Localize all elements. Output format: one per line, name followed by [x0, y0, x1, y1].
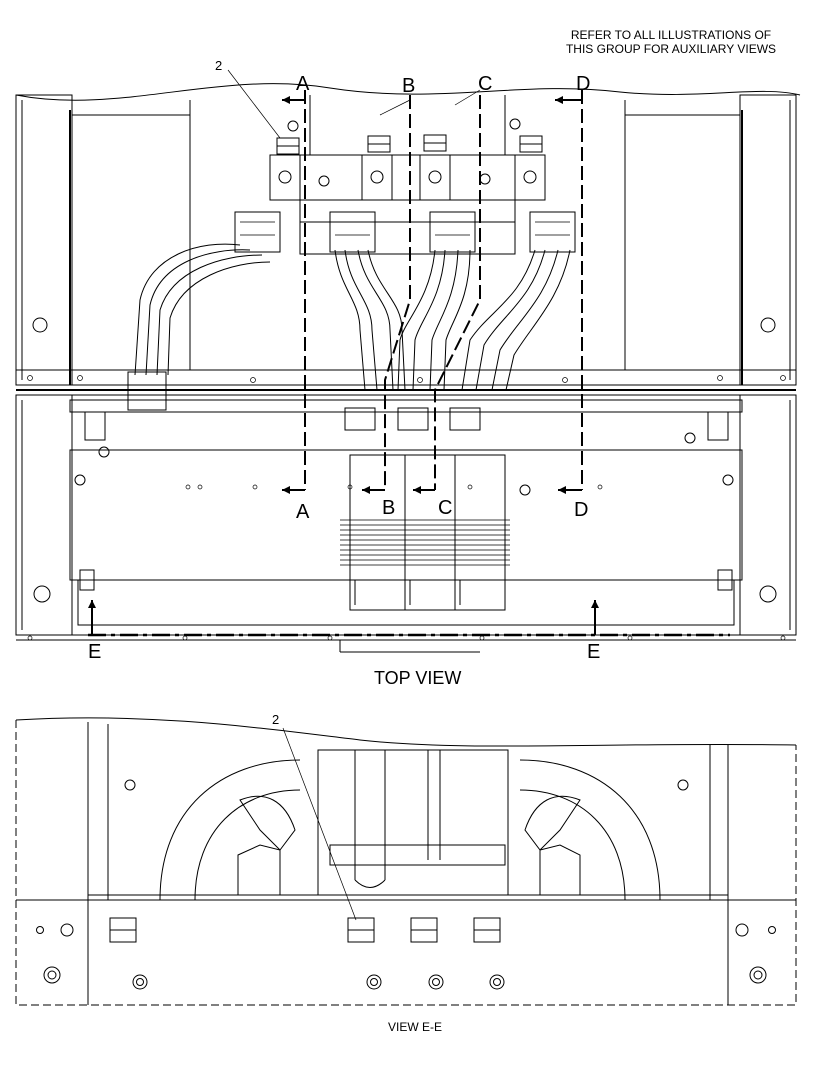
callout-2-view-ee: 2: [272, 712, 279, 727]
view-ee-holes: [36, 779, 776, 990]
section-label-e-right: E: [587, 641, 600, 663]
cable-lugs: [127, 211, 576, 431]
callout-2-top: 2: [215, 58, 222, 73]
section-label-b-top: B: [402, 75, 415, 97]
note-line-2: THIS GROUP FOR AUXILIARY VIEWS: [565, 42, 777, 56]
note-line-1: REFER TO ALL ILLUSTRATIONS OF: [570, 28, 772, 42]
section-lines: [88, 69, 730, 637]
section-label-c-bottom: C: [438, 497, 452, 519]
section-label-a-top: A: [296, 73, 310, 95]
section-label-a-bottom: A: [296, 501, 310, 523]
mounting-holes: [27, 118, 786, 641]
section-label-d-bottom: D: [574, 499, 588, 521]
top-view: A B C D A B C D E E 2 TOP VIEW: [15, 58, 801, 688]
view-ee-terminals: [109, 917, 501, 943]
heatsink: [340, 454, 510, 611]
view-ee-outline: [15, 717, 797, 1006]
section-label-b-bottom: B: [382, 497, 395, 519]
section-label-e-left: E: [88, 641, 101, 663]
section-label-c-top: C: [478, 73, 492, 95]
callout-leader-ee: [282, 727, 357, 921]
terminal-blocks: [269, 95, 546, 255]
auxiliary-views-note: REFER TO ALL ILLUSTRATIONS OF THIS GROUP…: [536, 28, 806, 56]
section-label-d-top: D: [576, 73, 590, 95]
cabinet-outline: [15, 83, 801, 653]
cables: [134, 243, 571, 391]
view-ee-caption: VIEW E-E: [388, 1020, 442, 1034]
view-ee: 2 VIEW E-E: [15, 712, 797, 1034]
top-view-caption: TOP VIEW: [374, 668, 461, 688]
